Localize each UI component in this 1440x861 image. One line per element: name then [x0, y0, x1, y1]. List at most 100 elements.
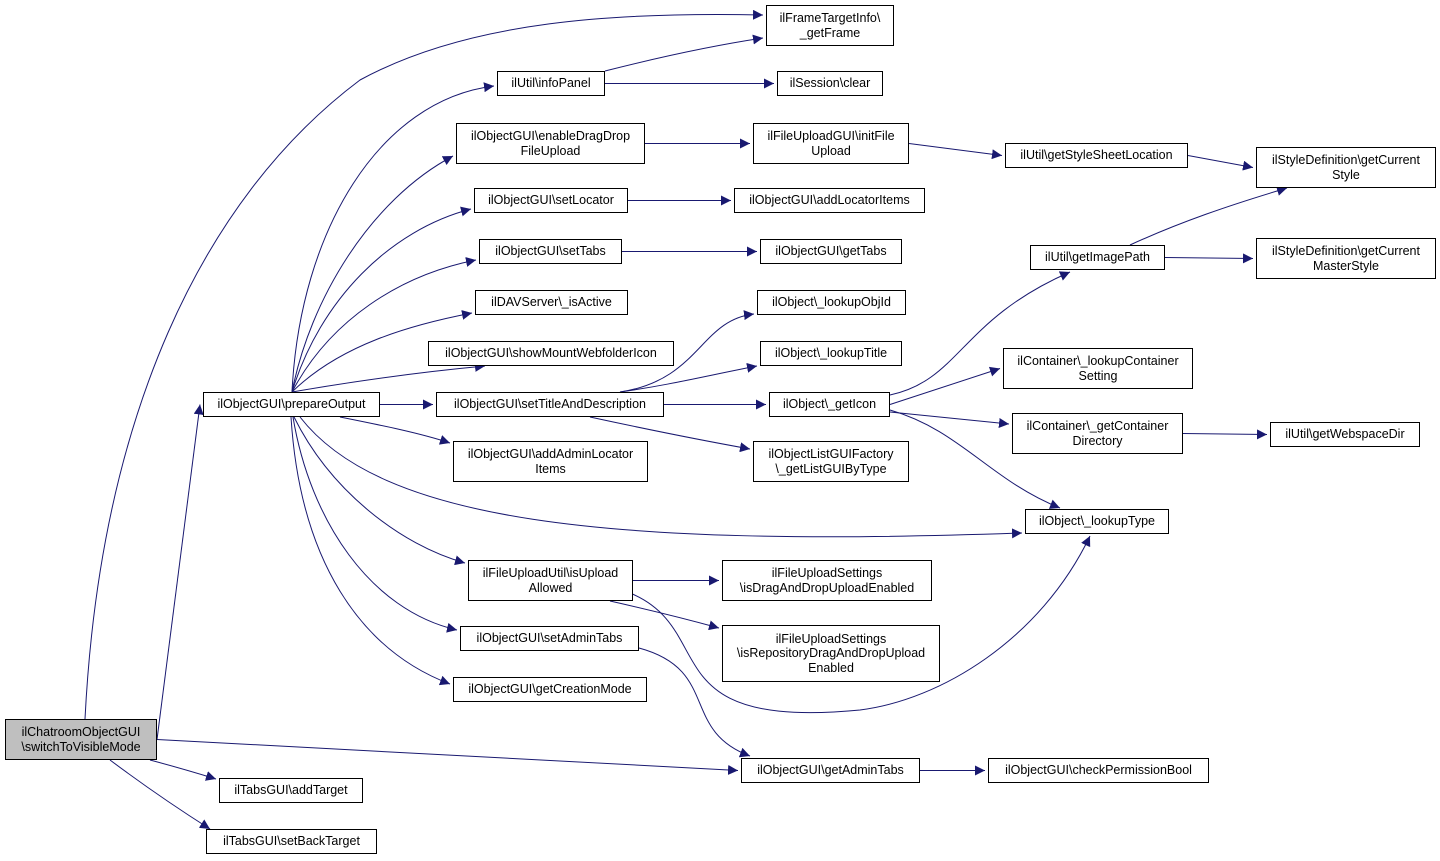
node-label-line: ilUtil\getWebspaceDir	[1285, 427, 1405, 442]
edge-getStyleSheet-to-getCurrentStyle	[1187, 155, 1254, 171]
node-label-line: FileUpload	[520, 143, 581, 158]
node-label-line: ilObject\_lookupType	[1038, 514, 1156, 529]
node-label-line: ilObject\_lookupTitle	[774, 346, 888, 361]
edge-chatroom-to-setBackTarget	[109, 759, 211, 830]
edge-chatroom-to-frameTarget	[84, 9, 764, 720]
edge-prepareOutput-to-isUploadAllowed	[293, 416, 466, 566]
node-sessionClear[interactable]: ilSession\clear	[777, 71, 883, 96]
node-label-line: ilUtil\getStyleSheetLocation	[1020, 148, 1173, 163]
edge-setAdminTabs-to-getAdminTabs	[638, 647, 751, 758]
node-listGUIFactory[interactable]: ilObjectListGUIFactory\_getListGUIByType	[753, 441, 909, 482]
node-label-line: ilObjectGUI\prepareOutput	[217, 397, 366, 412]
node-getCreationMode[interactable]: ilObjectGUI\getCreationMode	[453, 677, 647, 702]
node-label-line: Setting	[1078, 368, 1118, 383]
node-label-line: ilObjectGUI\getAdminTabs	[757, 763, 904, 778]
node-getIcon[interactable]: ilObject\_getIcon	[769, 392, 890, 417]
node-label-line: ilFileUploadSettings	[775, 631, 887, 646]
node-lookupObjId[interactable]: ilObject\_lookupObjId	[757, 290, 906, 315]
node-setTitleDesc[interactable]: ilObjectGUI\setTitleAndDescription	[436, 392, 664, 417]
node-getImagePath[interactable]: ilUtil\getImagePath	[1030, 245, 1165, 270]
node-checkPermBool[interactable]: ilObjectGUI\checkPermissionBool	[988, 758, 1209, 783]
node-isDragDropEnabled[interactable]: ilFileUploadSettings\isDragAndDropUpload…	[722, 560, 932, 601]
node-label-line: ilObjectGUI\setAdminTabs	[476, 631, 623, 646]
node-setTabs[interactable]: ilObjectGUI\setTabs	[479, 239, 622, 264]
edge-chatroom-to-getAdminTabs	[156, 739, 739, 775]
edge-prepareOutput-to-davIsActive	[291, 309, 473, 393]
node-label-line: Directory	[1072, 433, 1123, 448]
edge-getContainerDir-to-getWebspaceDir	[1182, 429, 1268, 440]
node-label-line: \isDragAndDropUploadEnabled	[739, 580, 915, 595]
edge-prepareOutput-to-addAdminLocator	[339, 416, 451, 445]
node-getTabs[interactable]: ilObjectGUI\getTabs	[760, 239, 902, 264]
node-label-line: ilFileUploadUtil\isUpload	[482, 566, 619, 580]
node-label-line: ilObjectGUI\setTabs	[495, 244, 606, 259]
node-addLocatorItems[interactable]: ilObjectGUI\addLocatorItems	[734, 188, 925, 213]
edge-prepareOutput-to-setLocator	[291, 206, 472, 393]
edge-prepareOutput-to-setAdminTabs	[292, 416, 458, 633]
node-lookupTitle[interactable]: ilObject\_lookupTitle	[760, 341, 902, 366]
edge-getImagePath-to-getCurrentMasterStyle	[1164, 253, 1254, 264]
edge-layer	[84, 9, 1288, 830]
node-label-line: ilStyleDefinition\getCurrent	[1272, 153, 1420, 167]
edge-initFileUpload-to-getStyleSheet	[908, 143, 1003, 160]
node-getStyleSheet[interactable]: ilUtil\getStyleSheetLocation	[1005, 143, 1188, 168]
node-infoPanel[interactable]: ilUtil\infoPanel	[497, 71, 605, 96]
edge-setTitleDesc-to-listGUIFactory	[589, 416, 751, 453]
node-label-line: ilObject\_lookupObjId	[772, 295, 891, 310]
node-label-line: Style	[1332, 167, 1360, 182]
node-isRepoDragDrop[interactable]: ilFileUploadSettings\isRepositoryDragAnd…	[722, 625, 940, 682]
node-label-line: ilObjectGUI\setLocator	[488, 193, 614, 208]
node-label-line: Upload	[811, 143, 851, 158]
node-addTarget[interactable]: ilTabsGUI\addTarget	[219, 778, 363, 803]
edge-chatroom-to-prepareOutput	[156, 404, 204, 740]
node-setAdminTabs[interactable]: ilObjectGUI\setAdminTabs	[460, 626, 639, 651]
node-label-line: ilContainer\_getContainer	[1026, 419, 1169, 433]
node-label-line: ilFrameTargetInfo\	[779, 11, 881, 25]
node-getAdminTabs[interactable]: ilObjectGUI\getAdminTabs	[741, 758, 920, 783]
node-label-line: ilStyleDefinition\getCurrent	[1272, 244, 1420, 258]
node-label-line: ilTabsGUI\setBackTarget	[223, 834, 360, 849]
node-label-line: ilChatroomObjectGUI	[21, 725, 141, 739]
node-setLocator[interactable]: ilObjectGUI\setLocator	[474, 188, 628, 213]
node-label-line: ilObjectGUI\addLocatorItems	[749, 193, 910, 208]
node-frameTarget[interactable]: ilFrameTargetInfo\_getFrame	[766, 5, 894, 46]
edge-prepareOutput-to-lookupType	[299, 416, 1023, 539]
node-label-line: Allowed	[528, 580, 573, 595]
node-label-line: Items	[535, 461, 566, 476]
node-setBackTarget[interactable]: ilTabsGUI\setBackTarget	[206, 829, 377, 854]
edge-getImagePath-to-getCurrentStyle	[1129, 186, 1288, 246]
node-lookupType[interactable]: ilObject\_lookupType	[1025, 509, 1169, 534]
node-label-line: ilSession\clear	[789, 76, 871, 91]
node-getWebspaceDir[interactable]: ilUtil\getWebspaceDir	[1270, 422, 1420, 447]
node-label-line: ilUtil\infoPanel	[511, 76, 591, 91]
node-davIsActive[interactable]: ilDAVServer\_isActive	[475, 290, 628, 315]
edge-infoPanel-to-frameTarget	[604, 34, 764, 72]
node-label-line: ilObjectGUI\addAdminLocator	[467, 447, 634, 461]
node-label-line: ilObjectGUI\setTitleAndDescription	[454, 397, 646, 412]
edge-isUploadAllowed-to-lookupType	[629, 535, 1091, 714]
node-label-line: ilFileUploadGUI\initFile	[767, 129, 895, 143]
node-label-line: \isRepositoryDragAndDropUpload	[736, 646, 926, 661]
node-label-line: ilObjectListGUIFactory	[768, 447, 894, 461]
edge-getIcon-to-getImagePath	[889, 271, 1071, 396]
node-label-line: ilFileUploadSettings	[771, 566, 883, 580]
node-chatroom[interactable]: ilChatroomObjectGUI\switchToVisibleMode	[5, 719, 157, 760]
node-label-line: ilObjectGUI\checkPermissionBool	[1005, 763, 1192, 778]
edge-setTitleDesc-to-lookupObjId	[619, 310, 755, 393]
node-label-line: ilObjectGUI\enableDragDrop	[470, 129, 631, 143]
node-showMount[interactable]: ilObjectGUI\showMountWebfolderIcon	[428, 341, 674, 366]
node-label-line: _getFrame	[799, 25, 861, 40]
node-label-line: \switchToVisibleMode	[21, 739, 141, 754]
node-label-line: ilTabsGUI\addTarget	[234, 783, 348, 798]
node-prepareOutput[interactable]: ilObjectGUI\prepareOutput	[203, 392, 380, 417]
edge-getIcon-to-lookupType	[889, 409, 1061, 509]
